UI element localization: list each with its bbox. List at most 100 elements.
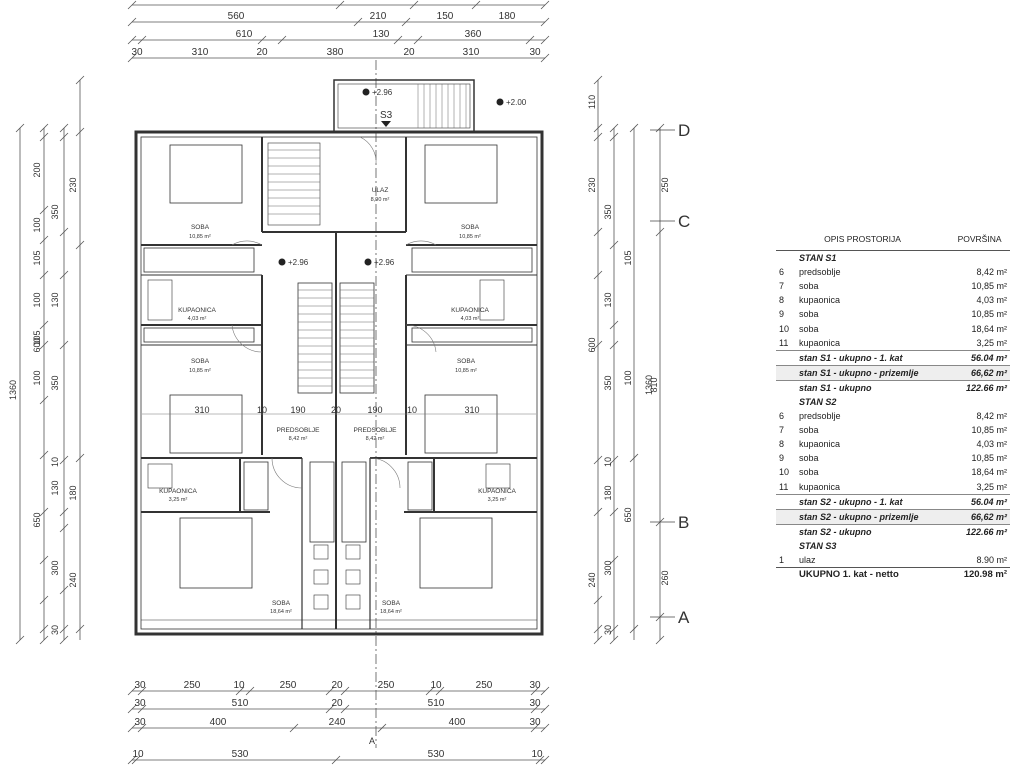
row-number bbox=[776, 523, 796, 539]
dimension-tick bbox=[137, 35, 147, 45]
row-description: soba bbox=[799, 323, 819, 334]
row-area: 66,62 m² bbox=[949, 364, 1010, 381]
row-description: soba bbox=[799, 467, 819, 478]
dimension-tick bbox=[609, 123, 619, 133]
dimension-tick bbox=[530, 704, 540, 714]
inner-dim-e: 190 bbox=[367, 405, 382, 415]
table-row: STAN S1 bbox=[776, 251, 1010, 266]
dim-bot-2-a: 30 bbox=[134, 698, 146, 709]
row-area: 122.66 m² bbox=[949, 523, 1010, 539]
row-number bbox=[776, 251, 796, 266]
dimension-tick bbox=[75, 127, 85, 137]
dim-bot-4-d: 10 bbox=[531, 749, 543, 760]
dim-left-in-3: 350 bbox=[50, 204, 60, 219]
dim-left-in-4: 100 bbox=[32, 217, 42, 232]
level-marker-icon bbox=[278, 258, 286, 266]
row-number: 9 bbox=[779, 309, 785, 320]
dimension-tick bbox=[59, 123, 69, 133]
row-area: 56.04 m² bbox=[949, 349, 1010, 366]
level-marker-icon bbox=[496, 98, 504, 106]
row-number bbox=[776, 379, 796, 395]
dimension-tick bbox=[15, 635, 25, 645]
row-description: UKUPNO 1. kat - netto bbox=[796, 567, 950, 583]
dimension-tick bbox=[59, 227, 69, 237]
inner-dim-d: 20 bbox=[331, 405, 341, 415]
axis-b-label: B bbox=[678, 513, 689, 532]
row-description: stan S2 - ukupno - 1. kat bbox=[796, 493, 950, 510]
dimension-tick bbox=[39, 635, 49, 645]
dim-bot-4-a: 10 bbox=[132, 749, 144, 760]
row-description: stan S1 - ukupno - 1. kat bbox=[796, 349, 950, 366]
room-area: 8,42 m² bbox=[289, 436, 308, 442]
room-name: SOBA bbox=[191, 358, 210, 365]
dimension-tick bbox=[39, 595, 49, 605]
dim-left-mid-b: 650 bbox=[32, 512, 42, 527]
room-area: 3,25 m² bbox=[488, 497, 507, 503]
dimension-tick bbox=[39, 320, 49, 330]
row-area: 4,03 m² bbox=[976, 295, 1007, 306]
row-description: stan S2 - ukupno bbox=[796, 523, 950, 539]
table-header-area: POVRŠINA bbox=[949, 228, 1010, 251]
dimension-tick bbox=[655, 123, 665, 133]
dim-top-3-g: 30 bbox=[529, 47, 541, 58]
level-value: +2.96 bbox=[374, 258, 395, 267]
row-number: 6 bbox=[779, 411, 785, 422]
section-arrow-icon bbox=[381, 121, 391, 127]
table-row: STAN S2 bbox=[776, 395, 1010, 409]
dimension-tick bbox=[75, 75, 85, 85]
level-value: +2.96 bbox=[288, 258, 309, 267]
dimension-tick bbox=[39, 235, 49, 245]
dimension-tick bbox=[593, 75, 603, 85]
dimension-tick bbox=[540, 0, 550, 10]
dimension-tick bbox=[39, 555, 49, 565]
dimension-tick bbox=[127, 0, 137, 10]
left-dimension-labels: 1360 600 650 200 230 350 100 105 100 130… bbox=[8, 162, 78, 635]
row-number: 7 bbox=[779, 425, 785, 436]
row-description: soba bbox=[799, 453, 819, 464]
axis-d-label: D bbox=[678, 121, 690, 140]
row-area bbox=[949, 395, 1010, 409]
inner-dim-f: 10 bbox=[407, 405, 417, 415]
dimension-tick bbox=[425, 686, 435, 696]
dim-bot-1-c: 10 bbox=[233, 680, 245, 691]
dimension-tick bbox=[401, 17, 411, 27]
dim-bot-1-h: 250 bbox=[476, 680, 493, 691]
dim-top-3-a: 30 bbox=[131, 47, 143, 58]
row-area: 10,85 m² bbox=[971, 453, 1007, 464]
dim-left-in-11: 10 bbox=[50, 457, 60, 467]
dim-right-in-2: 230 bbox=[587, 177, 597, 192]
row-area: 18,64 m² bbox=[971, 323, 1007, 334]
bottom-dimension-labels: 30 250 10 250 20 250 10 250 30 30 510 20… bbox=[132, 680, 543, 760]
dimension-tick bbox=[413, 35, 423, 45]
dim-right-out-3: 260 bbox=[660, 570, 670, 585]
dimension-tick bbox=[39, 205, 49, 215]
dimension-tick bbox=[540, 35, 550, 45]
right-dimension-labels: 600 650 810 110 230 350 105 130 100 350 … bbox=[587, 95, 670, 635]
dimension-tick bbox=[471, 0, 481, 10]
row-area: 122.66 m² bbox=[949, 379, 1010, 395]
row-number: 8 bbox=[779, 439, 785, 450]
dimension-tick bbox=[629, 123, 639, 133]
dim-left-in-8: 105 bbox=[32, 330, 42, 345]
room-area: 18,64 m² bbox=[270, 609, 292, 615]
dim-left-in-15: 240 bbox=[68, 572, 78, 587]
dimension-tick bbox=[655, 227, 665, 237]
room-labels: SOBA 10,85 m² ULAZ 8,90 m² SOBA 10,85 m²… bbox=[159, 187, 516, 615]
dimension-tick bbox=[59, 507, 69, 517]
room-area: 8,42 m² bbox=[366, 436, 385, 442]
section-label-bottom: A bbox=[369, 736, 375, 746]
level-value: +2.96 bbox=[372, 88, 393, 97]
room-area: 18,64 m² bbox=[380, 609, 402, 615]
room-name: KUPAONICA bbox=[178, 307, 216, 314]
dimension-tick bbox=[289, 723, 299, 733]
dim-left-in-5: 105 bbox=[32, 250, 42, 265]
row-description: kupaonica bbox=[799, 295, 841, 306]
dimension-tick bbox=[540, 53, 550, 63]
